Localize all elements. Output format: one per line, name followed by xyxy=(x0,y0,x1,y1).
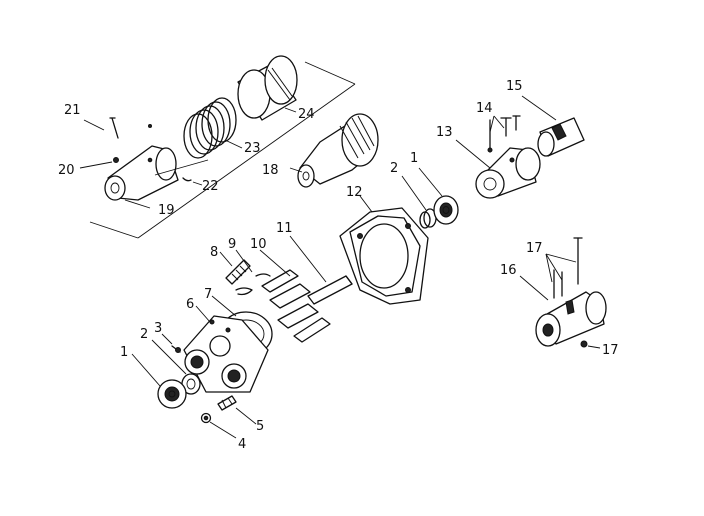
callout-12: 12 xyxy=(346,185,363,200)
callout-10: 10 xyxy=(250,237,267,252)
callout-20: 20 xyxy=(58,163,75,178)
screw-part-3 xyxy=(161,333,181,353)
spring-bearing-upper-parts-1-2 xyxy=(401,167,459,229)
callout-11: 11 xyxy=(276,221,293,236)
callout-13: 13 xyxy=(436,125,453,140)
callout-1-lower: 1 xyxy=(120,345,128,360)
callout-9: 9 xyxy=(228,237,236,252)
callout-23: 23 xyxy=(244,141,261,156)
rotor-shaft-part-11 xyxy=(289,235,353,305)
callout-7: 7 xyxy=(204,287,212,302)
callout-22: 22 xyxy=(202,179,219,194)
screws-part-14 xyxy=(487,115,521,153)
nozzle-body-part-19 xyxy=(104,145,209,209)
clip-part-9 xyxy=(235,249,271,296)
callout-8: 8 xyxy=(210,245,218,260)
rotor-cylinder-part-16 xyxy=(519,275,607,347)
split-sleeve-part-15 xyxy=(521,95,585,157)
clip-part-22 xyxy=(148,124,203,186)
callout-24: 24 xyxy=(298,107,315,122)
callout-14: 14 xyxy=(476,101,493,116)
hex-key-part-21 xyxy=(83,117,119,139)
callout-19: 19 xyxy=(158,203,175,218)
callout-3: 3 xyxy=(154,321,162,336)
callout-4: 4 xyxy=(238,437,246,452)
knurled-cap-part-18 xyxy=(289,113,379,188)
nut-part-4 xyxy=(200,412,237,439)
callout-18: 18 xyxy=(262,163,279,178)
callout-1-upper: 1 xyxy=(410,151,418,166)
callout-17-top: 17 xyxy=(526,241,543,256)
end-plate-part-6 xyxy=(183,305,269,393)
set-screw-part-20 xyxy=(79,157,119,169)
pins-part-17 xyxy=(545,237,601,349)
callout-16: 16 xyxy=(500,263,517,278)
callout-2-lower: 2 xyxy=(140,327,148,342)
rotor-blades-part-10 xyxy=(259,249,331,343)
sleeve-part-24 xyxy=(237,55,298,121)
callout-17-bottom: 17 xyxy=(602,343,619,358)
callout-6: 6 xyxy=(186,297,194,312)
motor-body-part-13 xyxy=(455,139,541,199)
assembly-bracket xyxy=(89,61,356,239)
screw-part-5 xyxy=(217,395,257,425)
housing-part-12 xyxy=(339,195,429,305)
callout-labels: 21 20 19 22 23 24 18 2 1 12 13 14 15 17 … xyxy=(58,79,619,452)
washer-bearing-lower-parts-1-2 xyxy=(131,339,201,409)
callout-2-upper: 2 xyxy=(390,161,398,176)
coil-spring-part-23 xyxy=(183,97,243,159)
pin-part-8 xyxy=(219,251,251,285)
callout-21: 21 xyxy=(64,103,81,118)
callout-5: 5 xyxy=(256,419,264,434)
callout-15: 15 xyxy=(506,79,523,94)
